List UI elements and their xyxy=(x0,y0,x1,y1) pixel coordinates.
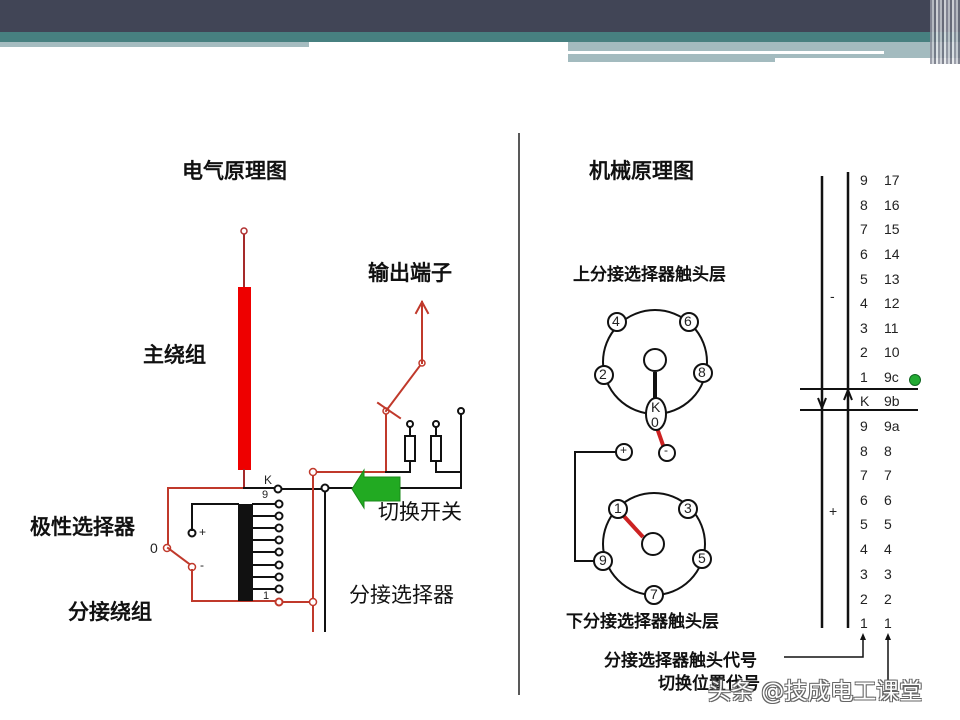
table-contact: 1 xyxy=(860,615,868,631)
table-contact: 6 xyxy=(860,246,868,262)
table-minus-label: - xyxy=(830,288,835,304)
table-position: 11 xyxy=(884,320,899,336)
table-position: 7 xyxy=(884,467,892,483)
table-contact: 4 xyxy=(860,295,868,311)
header-bar xyxy=(0,0,960,32)
table-position: 2 xyxy=(884,591,892,607)
upper-contact-2: 2 xyxy=(599,366,607,382)
table-position: 13 xyxy=(884,271,900,287)
upper-contact-4: 4 xyxy=(612,313,620,329)
table-position: 10 xyxy=(884,344,900,360)
table-position: 9a xyxy=(884,418,900,434)
upper-minus-terminal: - xyxy=(664,443,668,457)
table-position: 14 xyxy=(884,246,900,262)
table-contact: 9 xyxy=(860,172,868,188)
table-position: 4 xyxy=(884,541,892,557)
table-position: 15 xyxy=(884,221,900,237)
table-plus-label: + xyxy=(829,503,838,519)
legend-contact-code: 分接选择器触头代号 xyxy=(604,651,757,671)
table-contact: 9 xyxy=(860,418,868,434)
table-contact: 7 xyxy=(860,221,868,237)
upper-contact-8: 8 xyxy=(698,364,706,380)
diverter-switch-label: 切换开关 xyxy=(378,500,462,524)
upper-contact-6: 6 xyxy=(684,313,692,329)
upper-plus-terminal: + xyxy=(620,443,628,457)
table-contact: 5 xyxy=(860,516,868,532)
legend-position-code: 切换位置代号 xyxy=(658,674,760,694)
upper-center-0: 0 xyxy=(651,414,659,430)
table-contact: 3 xyxy=(860,320,868,336)
table-position: 8 xyxy=(884,443,892,459)
current-position-marker xyxy=(909,374,921,386)
table-position: 17 xyxy=(884,172,900,188)
main-winding-label: 主绕组 xyxy=(143,342,206,367)
table-contact: 5 xyxy=(860,271,868,287)
table-position: 6 xyxy=(884,492,892,508)
table-position: 5 xyxy=(884,516,892,532)
table-contact: 8 xyxy=(860,197,868,213)
table-contact: 2 xyxy=(860,344,868,360)
header-right-line-2 xyxy=(775,58,960,62)
table-contact: 4 xyxy=(860,541,868,557)
table-position: 9b xyxy=(884,393,900,409)
header-underline xyxy=(0,42,309,47)
polarity-zero-mark: 0 xyxy=(150,540,158,556)
lower-contact-5: 5 xyxy=(698,550,706,566)
polarity-plus-mark: + xyxy=(199,525,207,539)
main-winding xyxy=(238,287,251,470)
table-contact: 8 xyxy=(860,443,868,459)
table-position: 3 xyxy=(884,566,892,582)
lower-contact-3: 3 xyxy=(684,500,692,516)
tap-selector-label: 分接选择器 xyxy=(349,583,454,607)
table-position: 16 xyxy=(884,197,900,213)
electrical-diagram-title: 电气原理图 xyxy=(182,158,287,183)
lower-contact-7: 7 xyxy=(650,586,658,602)
lower-contact-1: 1 xyxy=(614,500,622,516)
watermark: 头条 @技成电工课堂 xyxy=(708,679,923,705)
header-stripes xyxy=(930,0,960,64)
tap-top-mark: 9 xyxy=(262,489,269,501)
table-position: 12 xyxy=(884,295,900,311)
polarity-selector-label: 极性选择器 xyxy=(30,514,135,539)
table-contact: 2 xyxy=(860,591,868,607)
mechanical-diagram-title: 机械原理图 xyxy=(589,158,694,183)
upper-center-k: K xyxy=(651,399,661,415)
tap-k-mark: K xyxy=(264,473,273,487)
header-right-line xyxy=(568,51,884,54)
table-position: 9c xyxy=(884,369,899,385)
polarity-minus-mark: - xyxy=(200,558,204,572)
table-contact: 7 xyxy=(860,467,868,483)
header-accent-bar xyxy=(0,32,960,42)
lower-contact-9: 9 xyxy=(599,552,607,568)
tap-winding-label: 分接绕组 xyxy=(68,599,152,624)
upper-layer-label: 上分接选择器触头层 xyxy=(573,265,726,285)
electrical-diagram xyxy=(162,227,465,632)
table-contact: 6 xyxy=(860,492,868,508)
lower-layer-label: 下分接选择器触头层 xyxy=(566,612,719,632)
table-contact: K xyxy=(860,393,870,409)
table-position: 1 xyxy=(884,615,892,631)
tap-winding xyxy=(238,504,253,601)
diverter-arrow xyxy=(351,468,401,510)
output-terminal-label: 输出端子 xyxy=(368,260,452,285)
tap-bottom-mark: 1 xyxy=(263,590,270,602)
table-contact: 1 xyxy=(860,369,868,385)
table-contact: 3 xyxy=(860,566,868,582)
